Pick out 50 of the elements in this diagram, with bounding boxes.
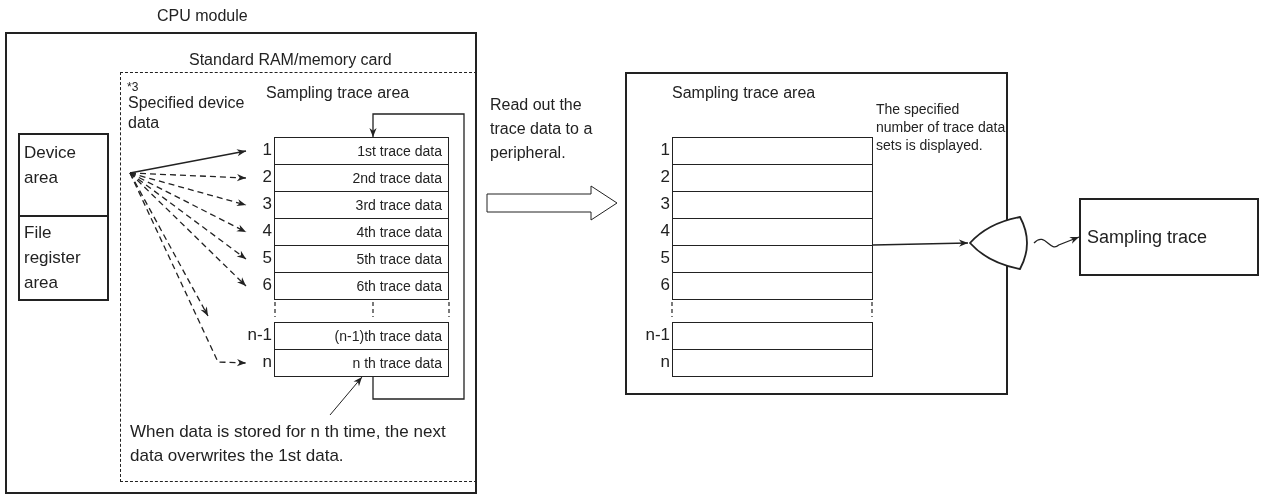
note-text: Specified device data xyxy=(128,93,246,133)
memory-area-box xyxy=(18,133,109,217)
row-number: 5 xyxy=(262,248,272,267)
row-number: 6 xyxy=(660,275,670,294)
row-number: n xyxy=(262,352,272,371)
process-box xyxy=(1079,198,1259,276)
trace-data-cell: 5th trace data xyxy=(274,245,449,273)
trace-data-cell: 1st trace data xyxy=(274,137,449,165)
edge-label: Read out the trace data to a peripheral. xyxy=(490,95,594,163)
trace-data-cell: n th trace data xyxy=(274,349,449,377)
row-number: 3 xyxy=(262,194,272,213)
trace-data-cell: 6th trace data xyxy=(274,272,449,300)
arrow xyxy=(129,172,209,317)
row-number: 2 xyxy=(262,167,272,186)
row-number: 4 xyxy=(660,221,670,240)
row-number: 6 xyxy=(262,275,272,294)
arrow xyxy=(369,113,465,400)
box-text: Device area xyxy=(24,142,77,189)
row-number: 1 xyxy=(262,140,272,159)
box-text: Sampling trace xyxy=(1087,228,1208,247)
arrow xyxy=(129,172,247,287)
row-number: n-1 xyxy=(645,325,670,344)
arrow xyxy=(129,172,247,207)
leader-line xyxy=(329,376,363,416)
trace-data-cell: 2nd trace data xyxy=(274,164,449,192)
table-heading: Sampling trace area xyxy=(672,83,816,102)
arrow xyxy=(129,172,247,182)
trace-data-cell: 4th trace data xyxy=(274,218,449,246)
row-number: n-1 xyxy=(247,325,272,344)
footnote-mark: *3 xyxy=(127,79,139,96)
trace-data-cell: 3rd trace data xyxy=(274,191,449,219)
heading: CPU module xyxy=(157,6,248,25)
note-text: When data is stored for n th time, the next data overwrites the 1st data. xyxy=(130,421,447,467)
row-number: 4 xyxy=(262,221,272,240)
memory-area-box xyxy=(18,215,109,301)
arrow xyxy=(872,239,969,247)
arrow xyxy=(1033,236,1080,248)
note-text: The specified number of trace data sets is displayed. xyxy=(876,100,1007,154)
box-text: File register area xyxy=(24,222,82,294)
row-number: 5 xyxy=(660,248,670,267)
row-number: 2 xyxy=(660,167,670,186)
table-heading: Sampling trace area xyxy=(266,83,410,102)
block-arrow xyxy=(486,185,618,221)
row-number: n xyxy=(660,352,670,371)
row-number: 1 xyxy=(660,140,670,159)
arrow xyxy=(129,172,247,367)
trace-data-cell: (n-1)th trace data xyxy=(274,322,449,350)
heading: Standard RAM/memory card xyxy=(189,50,392,69)
arrow xyxy=(129,172,247,260)
row-number: 3 xyxy=(660,194,670,213)
